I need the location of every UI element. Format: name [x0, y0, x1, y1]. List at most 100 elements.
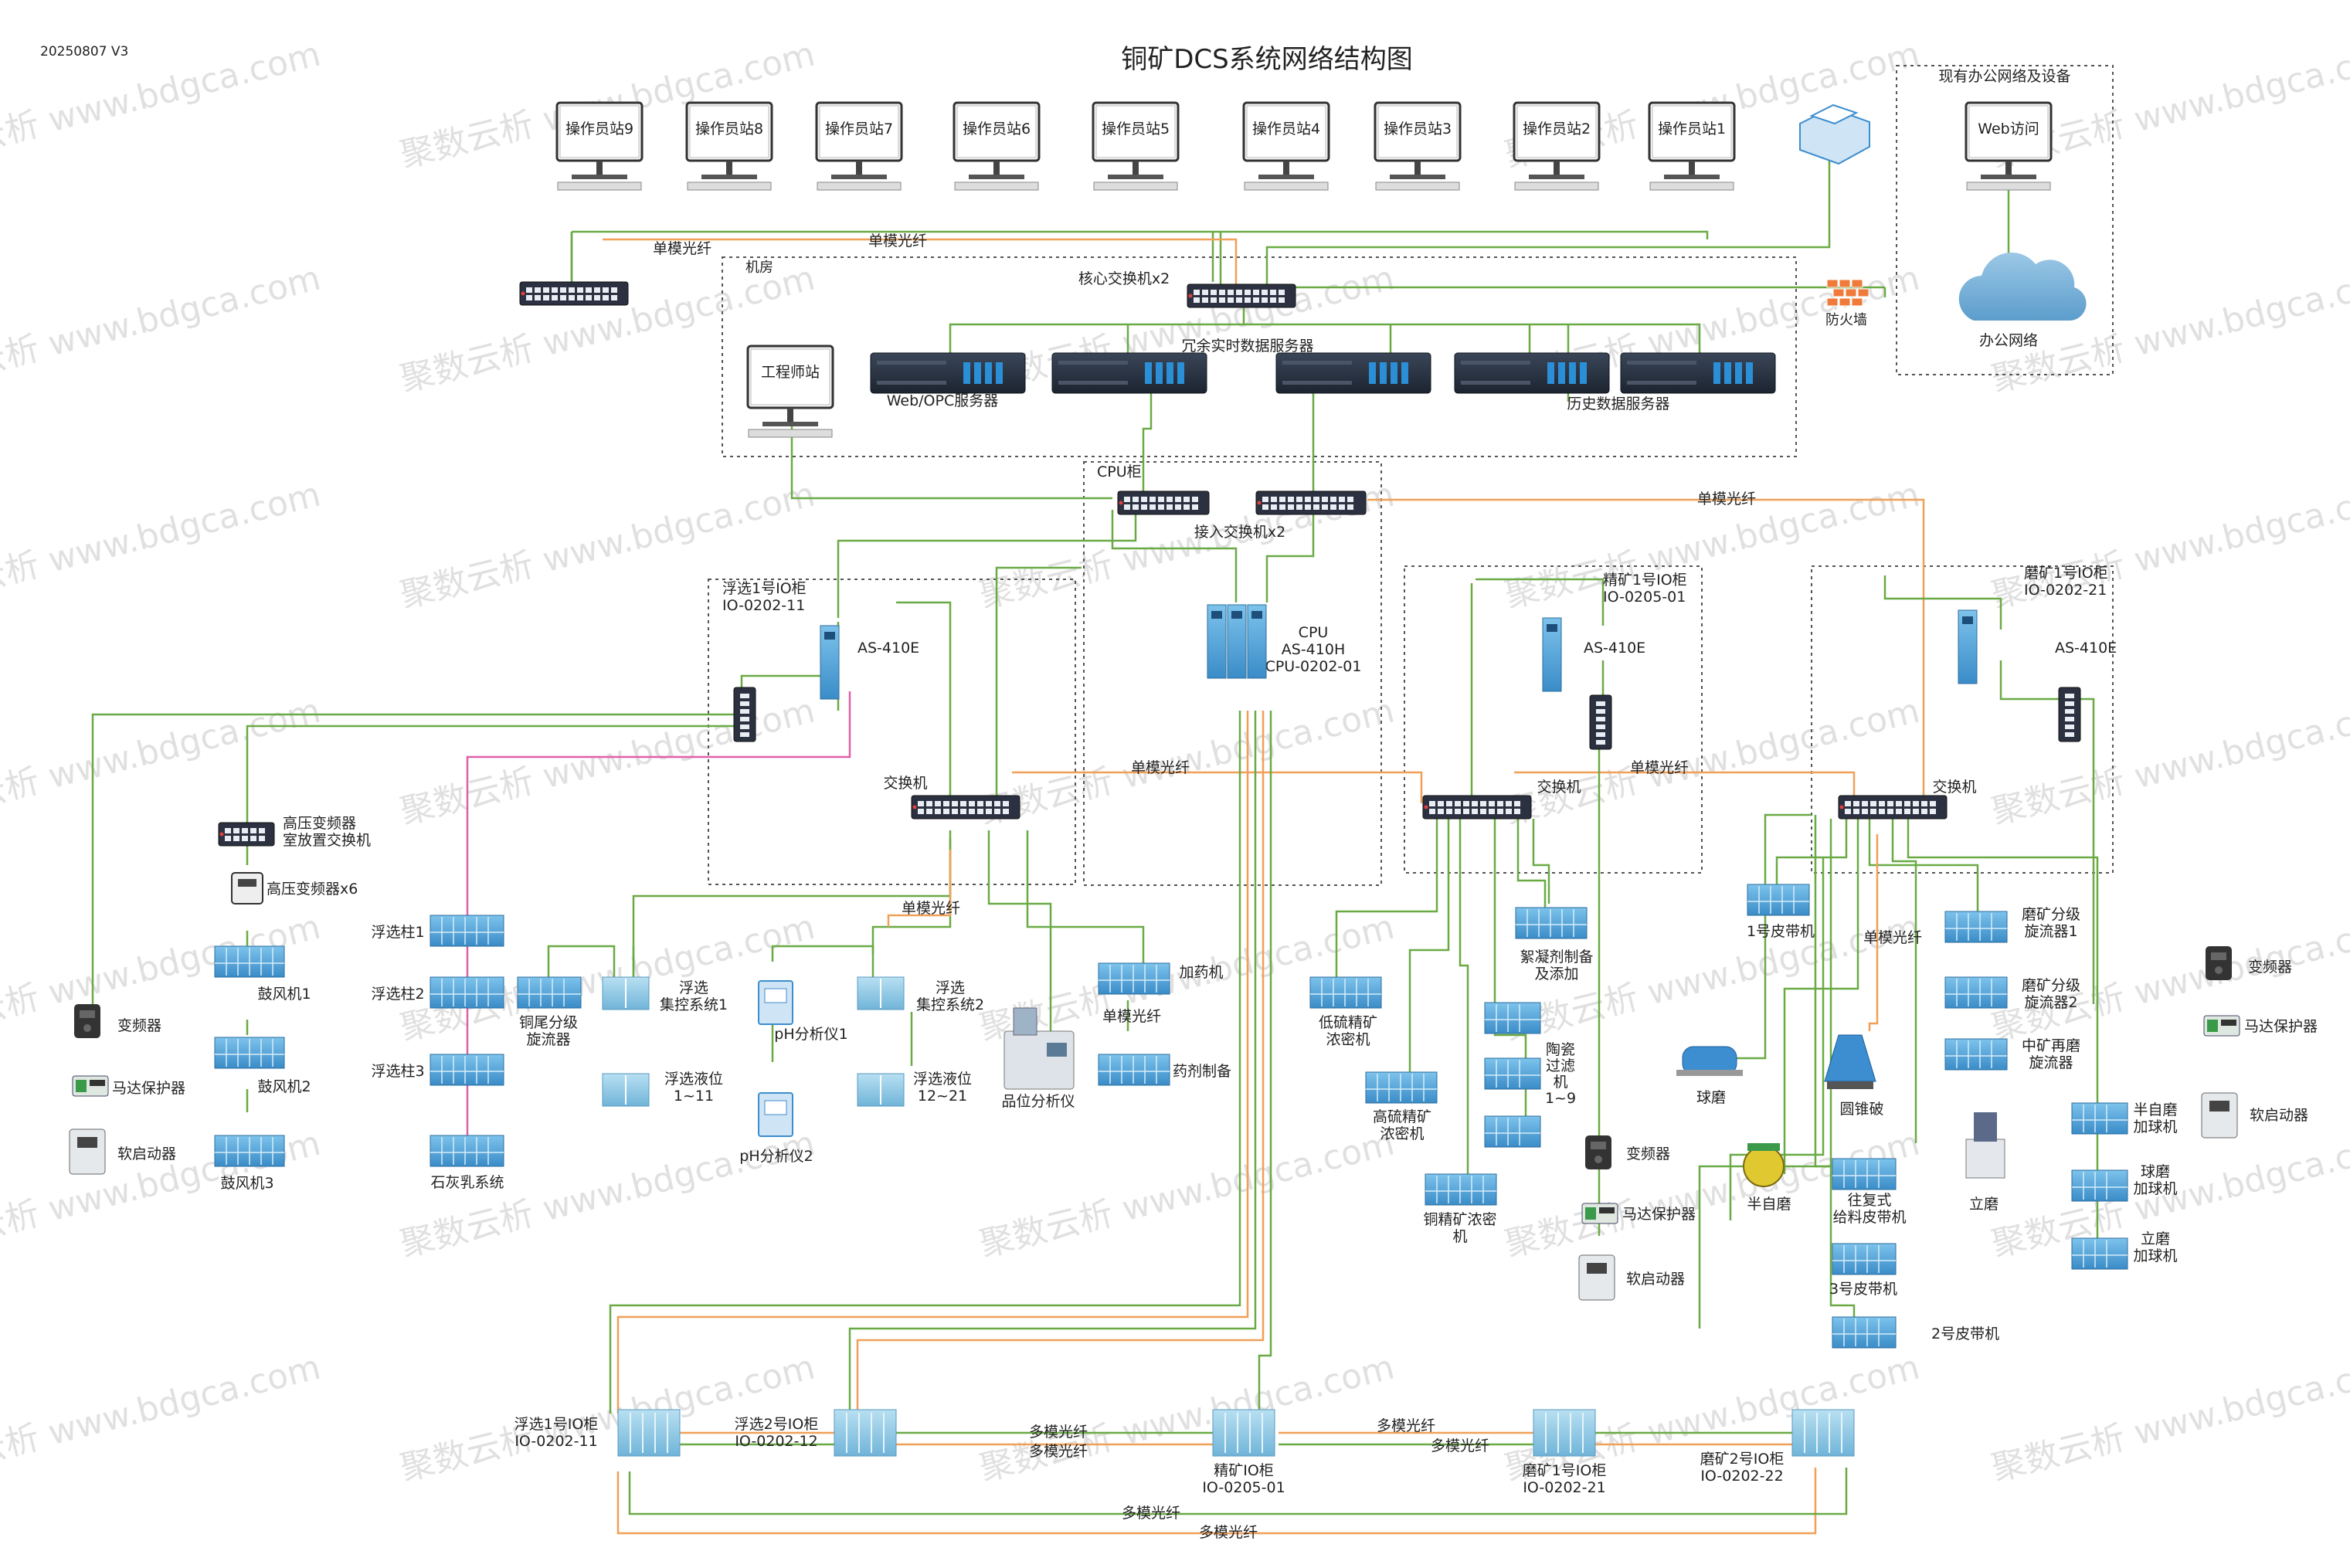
left-motor-protector: [72, 1075, 109, 1097]
vertical-mill-icon: [1965, 1139, 2005, 1179]
switch-port: [1253, 290, 1259, 295]
switch-port: [943, 809, 949, 814]
watermark-text: 聚数云析 www.bdgca.com: [976, 1124, 1398, 1265]
server-drive: [1167, 362, 1173, 384]
monitor-stand: [856, 161, 862, 175]
switch-port: [1262, 497, 1268, 502]
switch-port: [1262, 290, 1268, 295]
switch-port: [225, 836, 231, 841]
web-access-station[interactable]: Web访问: [1965, 101, 2053, 191]
operator-station-2[interactable]: 操作员站2: [1513, 101, 1601, 191]
switch-port: [1446, 809, 1452, 814]
low-s-io: [1309, 976, 1382, 1009]
sag-mill-frame: [1747, 1143, 1780, 1151]
server-vent: [1058, 381, 1128, 385]
grind-vfd-label: 变频器: [2248, 959, 2292, 976]
switch-chassis: [1838, 795, 1948, 820]
sag-mill-icon: [1743, 1145, 1785, 1187]
monitor-base: [1108, 175, 1163, 179]
io-module-block: [1832, 1243, 1897, 1275]
belt1-io: [1747, 884, 1810, 916]
left-ss-label: 软启动器: [117, 1145, 176, 1162]
switch-port: [1133, 497, 1139, 502]
keyboard: [557, 182, 642, 191]
monitor-base: [831, 175, 887, 179]
din-switch-port: [2065, 725, 2074, 729]
access-switch-label: 接入交换机x2: [1194, 524, 1285, 541]
switch-port: [1896, 809, 1902, 814]
switch-port: [1870, 809, 1876, 814]
operator-station-7[interactable]: 操作员站7: [815, 101, 903, 191]
operator-station-9-label: 操作员站9: [565, 120, 633, 137]
switch-port: [611, 287, 617, 293]
operator-station-5[interactable]: 操作员站5: [1092, 101, 1180, 191]
operator-station-6[interactable]: 操作员站6: [953, 101, 1041, 191]
switch-chassis: [519, 281, 629, 306]
server-drive: [1369, 362, 1376, 384]
cu-tail-label: 铜尾分级: [519, 1014, 578, 1031]
operator-station-4[interactable]: 操作员站4: [1242, 101, 1330, 191]
switch-port: [543, 287, 549, 293]
keyboard: [687, 182, 772, 191]
switch-port: [1202, 297, 1208, 303]
switch-port: [594, 287, 600, 293]
switch-port: [1463, 801, 1469, 806]
io-module-block: [1484, 1057, 1541, 1090]
din-switch: [733, 687, 756, 742]
firewall-brick-icon: [1839, 297, 1851, 307]
firewall-brick-icon: [1826, 297, 1839, 307]
machine-room-box: [722, 256, 1797, 457]
ball-mill-base: [1676, 1070, 1743, 1076]
plc-module-display: [824, 632, 835, 640]
floc-label: 絮凝剂制备: [1520, 949, 1593, 966]
operator-station-3[interactable]: 操作员站3: [1374, 101, 1462, 191]
hc1-io: [1944, 911, 2008, 943]
dose2-label: 球磨: [2141, 1163, 2170, 1180]
switch-chassis: [1187, 283, 1296, 308]
fiber-label: 多模光纤: [1431, 1437, 1489, 1454]
din-switch-port: [2065, 694, 2074, 698]
din-switch-port: [1596, 725, 1605, 729]
fc2-label: 浮选: [936, 979, 965, 996]
server-vent: [1282, 381, 1352, 385]
switch-port: [1183, 504, 1190, 510]
operator-station-1[interactable]: 操作员站1: [1648, 101, 1736, 191]
monitor-panel: [956, 105, 1037, 158]
monitor-base: [762, 422, 818, 426]
switch-port: [1228, 297, 1234, 303]
icon-layer: 操作员站9 操作员站8 操作员站7 操作员站6 操作员站5 操作员站4 操作员站3 操作员站2…: [69, 101, 2240, 1457]
switch-port: [960, 801, 966, 806]
dosing-label: 加药机: [1179, 964, 1223, 981]
switch-port: [1305, 504, 1311, 510]
dose3-io: [2071, 1237, 2128, 1270]
server-drive: [1735, 362, 1742, 384]
inverter-knob: [2215, 966, 2223, 974]
server-drive: [974, 362, 981, 384]
keyboard: [1244, 182, 1329, 191]
switch-port: [225, 828, 231, 833]
high-s-label: 浓密机: [1380, 1125, 1424, 1142]
flotation-col-io-1: [430, 915, 504, 947]
operator-station-8[interactable]: 操作员站8: [685, 101, 773, 191]
keyboard: [954, 182, 1039, 191]
switch-chassis: [218, 822, 275, 847]
operator-station-9[interactable]: 操作员站9: [555, 101, 644, 191]
io-module-block: [1098, 962, 1170, 995]
server-drive: [1580, 362, 1587, 384]
belt3-io: [1832, 1243, 1897, 1275]
grind-motor-protector: [2203, 1015, 2240, 1037]
din-switch-port: [2065, 732, 2074, 737]
switch-port: [918, 809, 924, 814]
io-module-block: [2071, 1169, 2128, 1202]
io-module-block: [1098, 1054, 1170, 1086]
flotation1-cpu-label: AS-410E: [857, 640, 919, 657]
dose1-label: 加球机: [2133, 1118, 2177, 1135]
office-box: [1896, 65, 2114, 375]
monitor-panel: [1246, 105, 1326, 158]
firewall-label: 防火墙: [1825, 312, 1867, 328]
switch-port: [1003, 801, 1009, 806]
switch-port: [1202, 290, 1208, 295]
engineer-station[interactable]: 工程师站: [746, 344, 834, 438]
switch-port: [1330, 497, 1336, 502]
